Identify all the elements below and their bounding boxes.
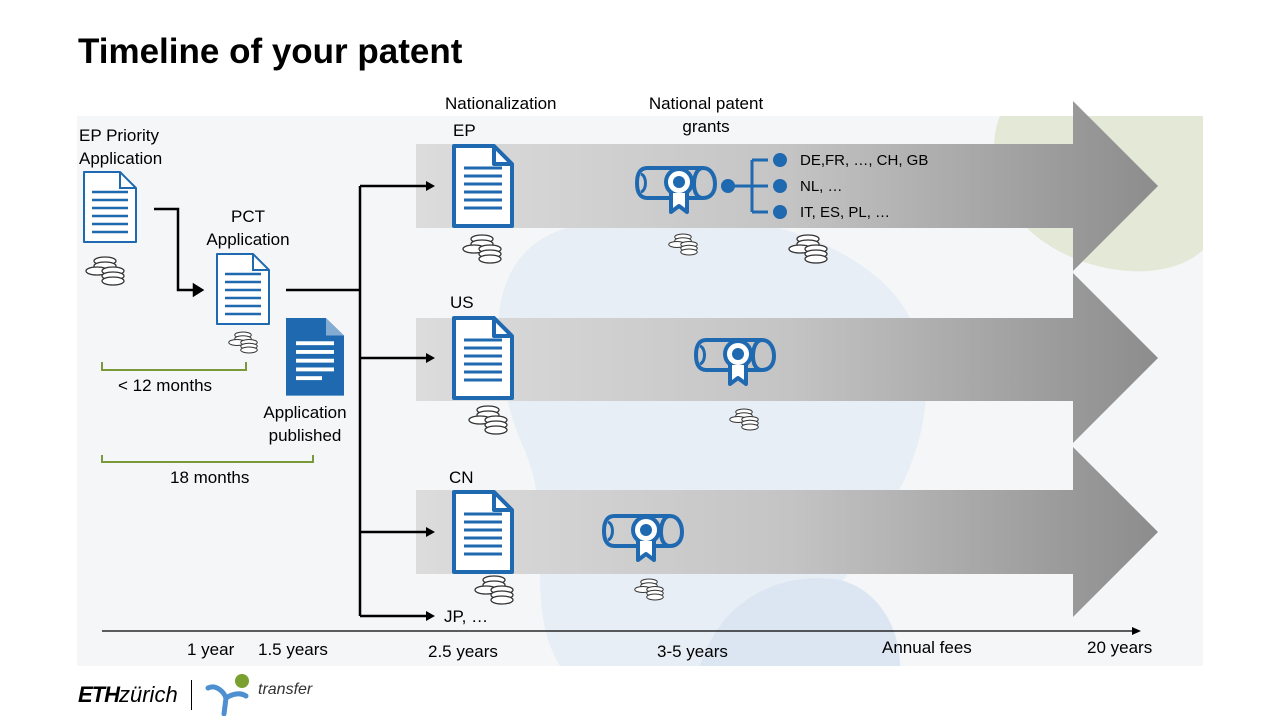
lane-label-us: US (450, 291, 474, 314)
timeline-label-20-years: 20 years (1087, 636, 1152, 659)
label-national-grants: National patent grants (626, 92, 786, 138)
transfer-logo-text: transfer (258, 681, 312, 699)
transfer-logo-mark (202, 672, 258, 716)
ep-country-dot-3 (773, 205, 787, 219)
timeline-label-3-5-years: 3-5 years (657, 640, 728, 663)
label-annual-fees: Annual fees (882, 636, 972, 659)
lane-label-jp: JP, … (444, 605, 488, 628)
published-document-icon (286, 318, 344, 396)
lane-label-ep: EP (453, 119, 476, 142)
timeline-label-1-year: 1 year (187, 638, 234, 661)
label-pct: PCT Application (196, 205, 300, 251)
label-nationalization: Nationalization (445, 92, 557, 115)
ep-priority-document-icon (84, 172, 136, 242)
ep-country-group-3: IT, ES, PL, … (800, 201, 890, 224)
us-document-icon (454, 318, 512, 398)
label-published: Application published (250, 401, 360, 447)
timeline-label-1-5-years: 1.5 years (258, 638, 328, 661)
logo-separator (191, 680, 192, 710)
timeline-label-2-5-years: 2.5 years (428, 640, 498, 663)
label-18-months: 18 months (170, 466, 249, 489)
ep-grant-dot (721, 179, 735, 193)
label-12-months: < 12 months (118, 374, 212, 397)
pct-document-icon (217, 254, 269, 324)
ep-document-icon (454, 146, 512, 226)
eth-zurich-logo: ETHzürich (78, 682, 178, 708)
label-ep-priority: EP Priority Application (79, 124, 173, 170)
ep-country-dot-2 (773, 179, 787, 193)
ep-country-dot-1 (773, 153, 787, 167)
lane-label-cn: CN (449, 466, 474, 489)
ep-country-group-2: NL, … (800, 175, 843, 198)
cn-document-icon (454, 492, 512, 572)
ep-country-group-1: DE,FR, …, CH, GB (800, 149, 928, 172)
eth-transfer-logo: transfer (202, 672, 302, 716)
